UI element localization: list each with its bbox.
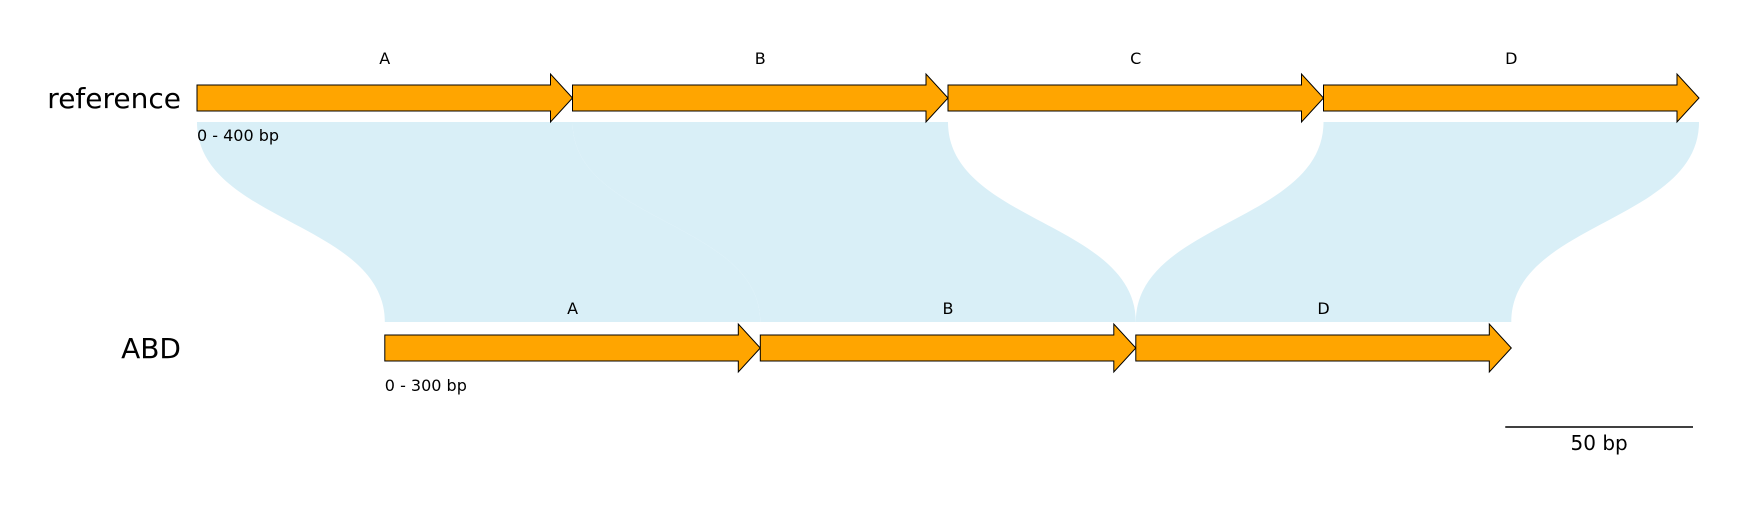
gene-label: D: [1505, 49, 1517, 68]
track-name: reference: [47, 82, 181, 115]
scale-bar-label: 50 bp: [1571, 431, 1628, 455]
gene-label: C: [1130, 49, 1141, 68]
gene-label: A: [567, 299, 578, 318]
track-name: ABD: [121, 332, 181, 365]
gene-label: D: [1317, 299, 1329, 318]
homology-link: [1135, 122, 1699, 322]
homology-link: [197, 122, 761, 322]
gene-arrow: [947, 72, 1325, 124]
gene-label: B: [755, 49, 766, 68]
gene-arrow: [572, 72, 949, 124]
scale-bar: 50 bp: [1505, 426, 1693, 455]
track-0: reference A B C D 0 - 400 bp: [47, 49, 1700, 145]
gene-arrow: [384, 322, 761, 374]
gene-arrow: [1135, 322, 1512, 374]
gene-arrow: [196, 72, 574, 124]
track-range-label: 0 - 400 bp: [197, 126, 279, 145]
gene-arrow: [1323, 72, 1700, 124]
homology-links: [197, 122, 1699, 322]
track-range-label: 0 - 300 bp: [385, 376, 467, 395]
gene-label: B: [943, 299, 954, 318]
gene-arrow: [759, 322, 1137, 374]
homology-link: [572, 122, 1136, 322]
gene-label: A: [379, 49, 390, 68]
